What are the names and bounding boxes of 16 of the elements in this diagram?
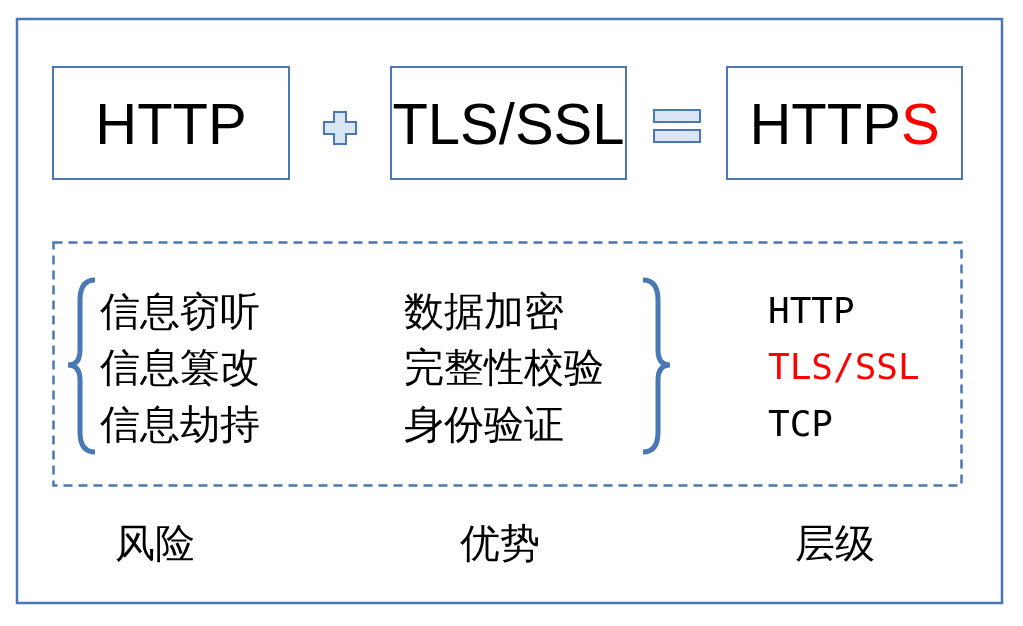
risk-item: 信息篡改	[100, 347, 260, 387]
benefit-item: 身份验证	[404, 404, 564, 444]
column-caption: 层级	[795, 523, 875, 563]
layer-item: TLS/SSL	[768, 349, 920, 385]
feature-panel	[52, 241, 963, 487]
risk-item: 信息窃听	[100, 291, 260, 331]
risk-item: 信息劫持	[100, 404, 260, 444]
column-caption: 优势	[460, 523, 540, 563]
protocol-box: HTTP	[52, 66, 290, 180]
layer-item: HTTP	[768, 293, 855, 329]
benefit-item: 数据加密	[404, 291, 564, 331]
benefit-item: 完整性校验	[404, 347, 604, 387]
layer-item: TCP	[768, 406, 834, 442]
protocol-box: TLS/SSL	[390, 66, 627, 180]
protocol-box: HTTPS	[726, 66, 963, 180]
column-caption: 风险	[115, 523, 195, 563]
